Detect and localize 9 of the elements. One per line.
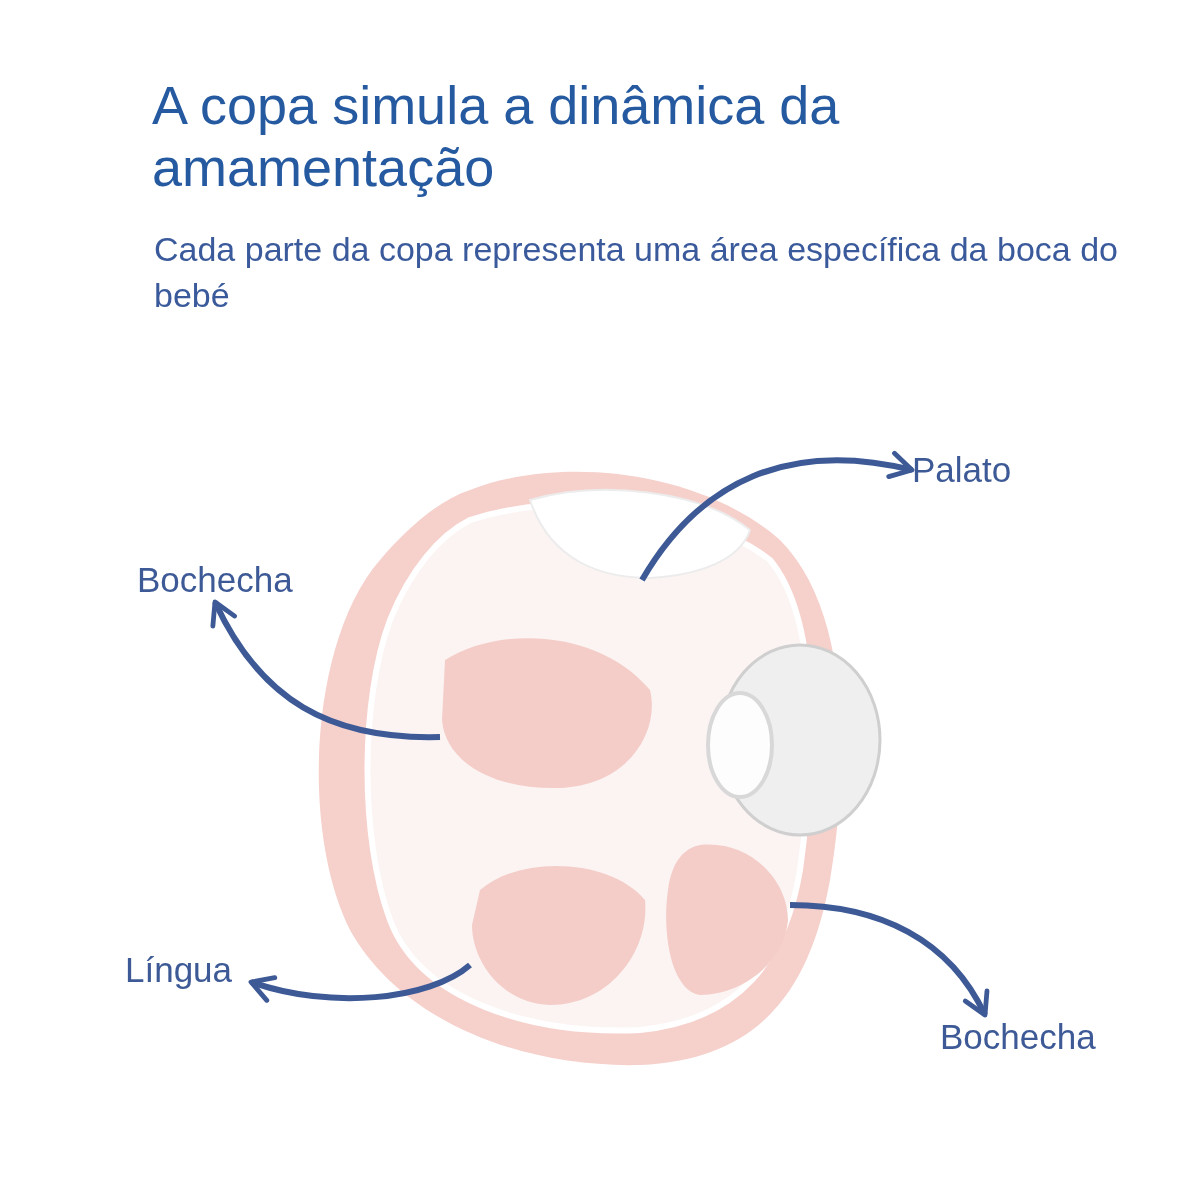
part-label: Bochecha (137, 558, 293, 602)
part-label: Palato (912, 448, 1012, 492)
part-label: Língua (125, 948, 233, 992)
title: A copa simula a dinâmica da amamentação (152, 74, 841, 198)
arrow (211, 599, 441, 740)
arrow (639, 451, 915, 582)
arrow (248, 962, 472, 1003)
subtitle: Cada parte da copa representa uma área específica da boca do bebé (154, 229, 1119, 316)
part-label: Bochecha (940, 1015, 1096, 1059)
